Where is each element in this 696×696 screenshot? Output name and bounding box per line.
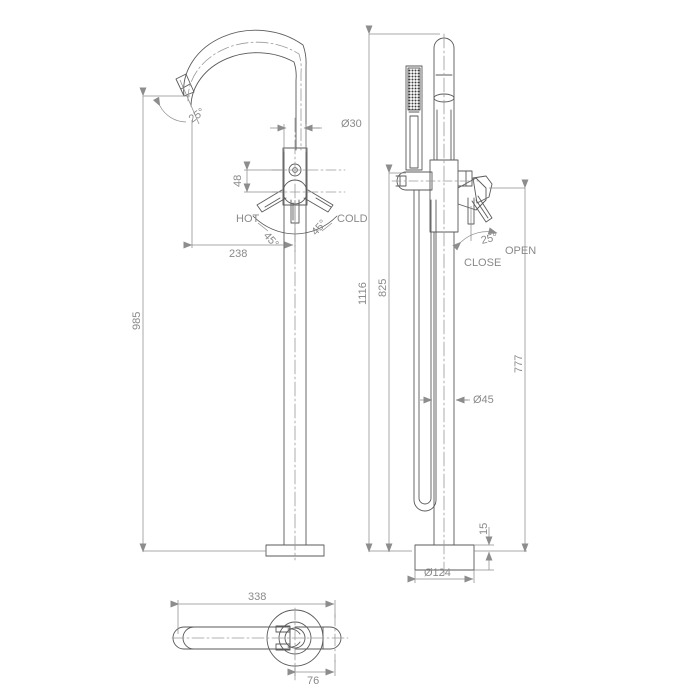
label-hot: HOT [236,213,260,225]
dim-238-text: 238 [229,248,247,260]
dim-dia124-text: Ø124 [424,567,451,579]
centerline-plan [171,607,349,683]
dim-825-text: 825 [377,279,389,297]
label-close: CLOSE [464,257,501,269]
centerline-spout-arc [187,41,302,151]
dim-cold-angle-text: 45° [309,218,329,238]
dim-985-text: 985 [131,312,143,330]
dim-lever-angle-arc [452,227,498,251]
dim-76-text: 76 [307,675,319,687]
dim-338-text: 338 [248,591,266,603]
dim-48-text: 48 [232,175,244,187]
dim-dia30-text: Ø30 [341,118,362,130]
dim-spout-angle-text: 25° [187,106,208,125]
dim-1116-text: 1116 [357,282,369,305]
dim-lever-angle-text: 25° [480,231,499,247]
front-elevation-spout [175,29,338,557]
dimension-lines [139,25,529,676]
dim-777-text: 777 [513,355,525,373]
side-elevation-handshower [395,37,493,571]
label-cold: COLD [337,213,368,225]
dim-hot-angle-text: 45° [261,230,281,250]
centerline-handle-horizontal [271,169,346,193]
dim-dia45-text: Ø45 [473,394,494,406]
dim-spout-angle-arc [152,96,187,123]
label-open: OPEN [505,245,536,257]
dim-15-text: 15 [478,523,490,535]
